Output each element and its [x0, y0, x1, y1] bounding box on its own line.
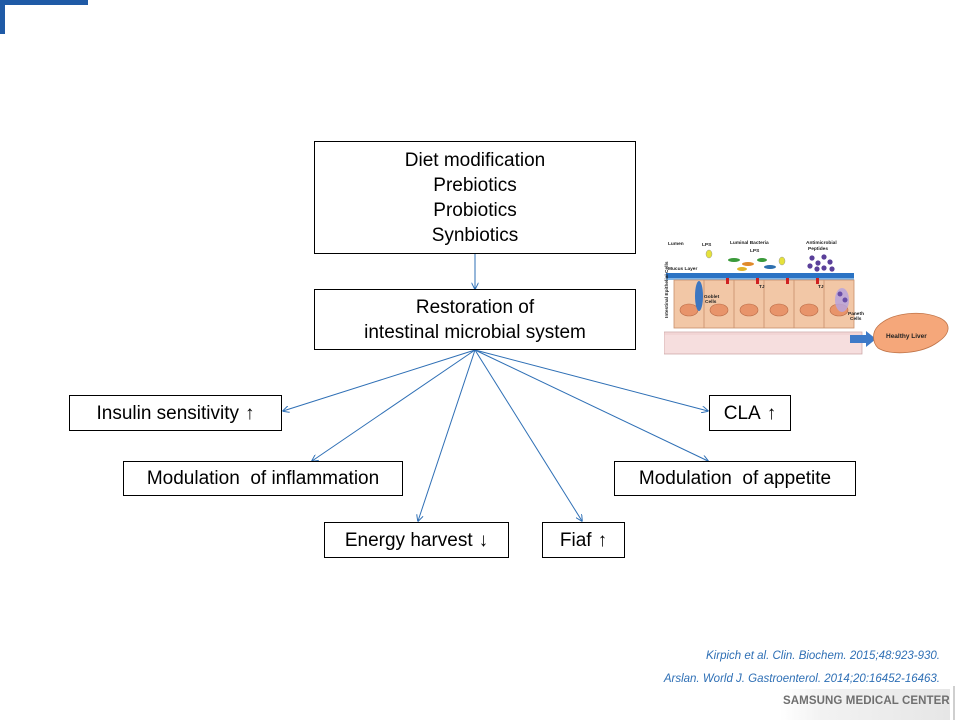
label-paneth-line2: Cells: [850, 316, 862, 322]
label-luminal-bacteria: Luminal Bacteria: [730, 240, 769, 246]
outcome-energy-harvest: Energy harvest ↓: [324, 522, 509, 558]
healthy-liver-icon: [873, 313, 949, 354]
label-paneth-line1: Paneth: [848, 311, 864, 317]
up-arrow-icon: ↑: [766, 402, 777, 424]
portal-flow-arrow-icon: [850, 331, 876, 347]
up-arrow-icon: ↑: [597, 529, 608, 551]
intervention-box: Diet modification Prebiotics Probiotics …: [314, 141, 636, 254]
label-tj-left: TJ: [759, 284, 765, 290]
slide-corner-accent-vertical: [0, 0, 5, 34]
up-arrow-icon: ↑: [245, 402, 255, 424]
reference-kirpich: Kirpich et al. Clin. Biochem. 2015;48:92…: [706, 650, 940, 662]
outcome-insulin-sensitivity: Insulin sensitivity ↑: [69, 395, 282, 431]
outcome-energy-label: Energy harvest: [344, 529, 473, 551]
label-lumen: Lumen: [668, 241, 684, 247]
label-goblet-line2: Cells: [705, 299, 717, 305]
footer-bar: [780, 689, 950, 720]
label-tj-right: TJ: [818, 284, 824, 290]
slide-corner-accent-horizontal: [0, 0, 88, 5]
outcome-modulation-appetite: Modulation of appetite: [614, 461, 856, 496]
mucus-layer-band: [666, 273, 854, 278]
bacteria-cluster: [705, 249, 786, 271]
restoration-line-2: intestinal microbial system: [364, 321, 586, 343]
connector-to-insulin: [283, 349, 476, 411]
outcome-insulin-label: Insulin sensitivity: [96, 402, 240, 424]
label-antimicrobial-line2: Peptides: [808, 246, 828, 252]
label-mucus-layer: Mucus Layer: [668, 266, 697, 272]
intervention-diet: Diet modification: [404, 149, 546, 171]
outcome-modulation-inflammation: Modulation of inflammation: [123, 461, 403, 496]
label-goblet-line1: Goblet: [704, 294, 720, 300]
footer-divider: [953, 686, 955, 720]
connector-to-cla: [474, 349, 708, 411]
outcome-inflammation-label: Modulation of inflammation: [146, 468, 380, 489]
outcome-fiaf-label: Fiaf: [559, 529, 592, 551]
connector-to-energy: [418, 349, 476, 521]
outcome-appetite-label: Modulation of appetite: [638, 468, 832, 489]
label-healthy-liver: Healthy Liver: [886, 333, 927, 340]
reference-arslan: Arslan. World J. Gastroenterol. 2014;20:…: [663, 673, 940, 685]
footer-organization: SAMSUNG MEDICAL CENTER: [783, 695, 950, 707]
restoration-box: Restoration of intestinal microbial syst…: [314, 289, 636, 350]
outcome-cla-label: CLA: [723, 402, 761, 424]
outcome-cla: CLA ↑: [709, 395, 791, 431]
down-arrow-icon: ↓: [478, 529, 489, 551]
restoration-line-1: Restoration of: [415, 296, 535, 318]
references: Kirpich et al. Clin. Biochem. 2015;48:92…: [664, 645, 940, 691]
outcome-fiaf: Fiaf ↑: [542, 522, 625, 558]
connector-to-appetite: [474, 349, 708, 461]
intestinal-barrier-illustration: Lumen LPS Luminal Bacteria LPS Antimicro…: [664, 238, 952, 358]
intervention-synbiotics: Synbiotics: [431, 224, 519, 246]
connector-to-fiaf: [474, 349, 582, 521]
intervention-probiotics: Probiotics: [433, 199, 517, 221]
connector-to-inflammation: [312, 349, 476, 461]
blood-vessel-band: [664, 331, 863, 355]
label-intestinal-epithelial-cells: Intestinal Epithelial Cells: [664, 261, 670, 318]
epithelial-cells: [673, 278, 855, 329]
goblet-cell-shape: [695, 281, 703, 311]
intervention-prebiotics: Prebiotics: [433, 174, 517, 196]
label-antimicrobial-line1: Antimicrobial: [806, 240, 837, 246]
label-lps-left: LPS: [702, 242, 712, 248]
antimicrobial-peptides: [807, 254, 835, 272]
label-lps-right: LPS: [750, 248, 760, 254]
